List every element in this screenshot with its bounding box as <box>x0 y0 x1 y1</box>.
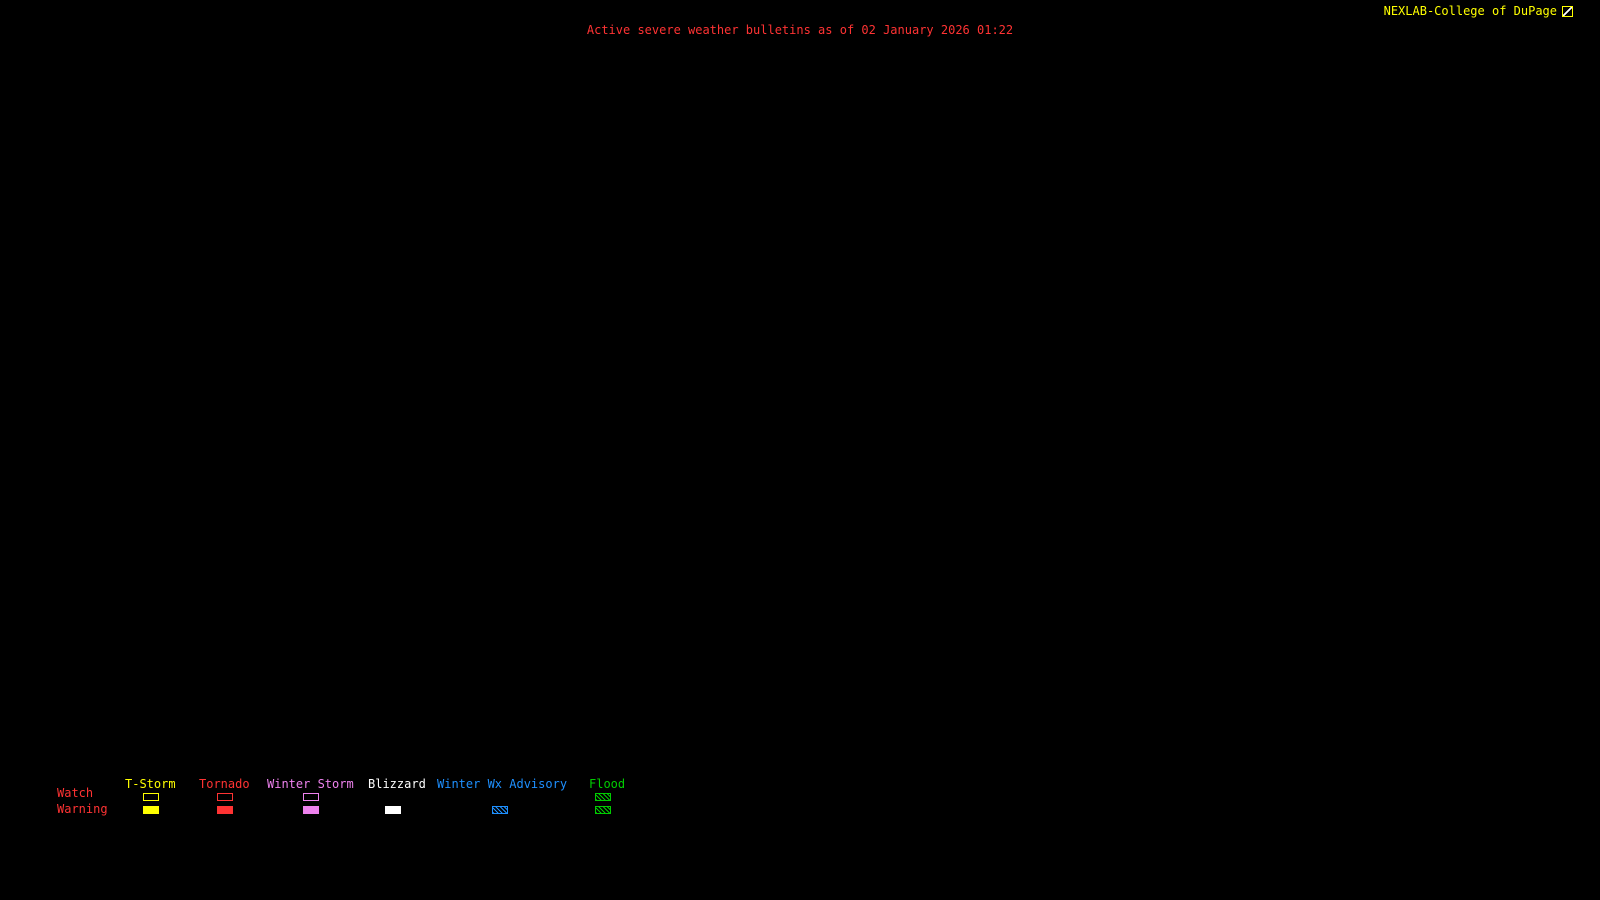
legend-col-label: Blizzard <box>368 777 426 791</box>
swatch-flood-warning <box>595 806 611 814</box>
legend-col-winter-wx-advisory: Winter Wx Advisory <box>437 777 568 814</box>
swatch-tstorm-watch <box>143 793 159 801</box>
nexlab-logo-icon <box>1562 5 1573 17</box>
brand: NEXLAB-College of DuPage <box>1384 4 1573 18</box>
swatch-blizzard-warning <box>385 806 401 814</box>
legend-col-label: Flood <box>589 777 626 791</box>
legend-col-winter-storm: Winter Storm <box>267 777 354 814</box>
legend-col-tornado: Tornado <box>199 777 250 814</box>
legend-row-label-warning: Warning <box>57 802 108 816</box>
swatch-winter-storm-watch <box>303 793 319 801</box>
legend-col-blizzard: Blizzard <box>368 777 426 814</box>
legend-row-label-watch: Watch <box>57 786 94 800</box>
page-title: Active severe weather bulletins as of 02… <box>586 23 1014 37</box>
legend-col-label: Tornado <box>199 777 250 791</box>
swatch-winter-storm-warning <box>303 806 319 814</box>
swatch-tornado-watch <box>217 793 233 801</box>
legend-col-label: Winter Storm <box>267 777 354 791</box>
swatch-winter-wx-advisory-warning <box>492 806 508 814</box>
brand-text: NEXLAB-College of DuPage <box>1383 4 1557 18</box>
swatch-tstorm-warning <box>143 806 159 814</box>
swatch-flood-watch <box>595 793 611 801</box>
legend-col-label: T-Storm <box>125 777 176 791</box>
swatch-tornado-warning <box>217 806 233 814</box>
legend-col-flood: Flood <box>589 777 626 814</box>
legend-col-label: Winter Wx Advisory <box>437 777 568 791</box>
legend-col-tstorm: T-Storm <box>125 777 176 814</box>
